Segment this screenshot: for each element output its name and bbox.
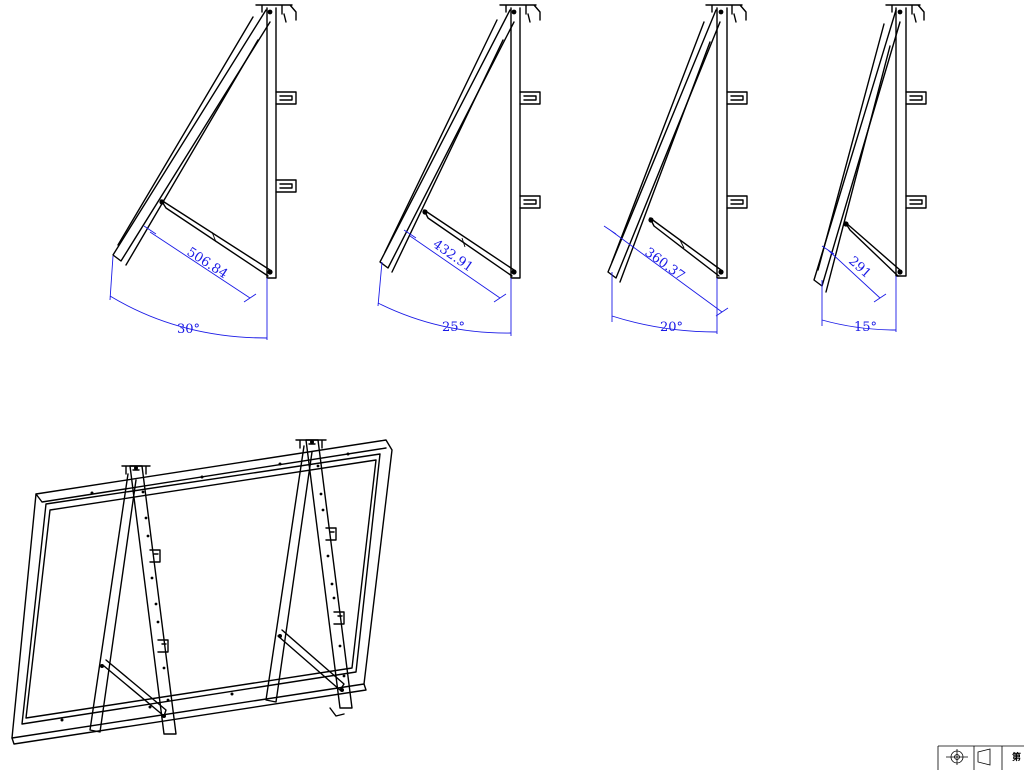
- angle-label-15: 15°: [854, 320, 877, 335]
- length-label-15: 291: [845, 254, 873, 282]
- length-label-30: 506.84: [184, 245, 230, 282]
- angle-label-25: 25°: [442, 320, 465, 335]
- length-label-25: 432.91: [430, 237, 476, 275]
- bracket-view-30deg: 506.84 30°: [109, 4, 297, 340]
- sheet-label: 第: [1012, 751, 1021, 763]
- left-a-frame: [89, 465, 177, 735]
- angle-label-30: 30°: [177, 322, 200, 337]
- projection-symbol-icon: [946, 748, 991, 766]
- right-a-frame: [265, 439, 353, 717]
- isometric-panel-assembly: [11, 439, 393, 745]
- angle-label-20: 20°: [660, 320, 683, 335]
- title-block: 第: [937, 745, 1024, 770]
- bracket-view-25deg: 432.91 25°: [377, 4, 541, 336]
- length-label-20: 360.37: [642, 245, 688, 284]
- bracket-view-15deg: 291 15°: [813, 4, 927, 335]
- bracket-view-20deg: 360.37 20°: [603, 4, 748, 335]
- frame-holes: [60, 452, 350, 722]
